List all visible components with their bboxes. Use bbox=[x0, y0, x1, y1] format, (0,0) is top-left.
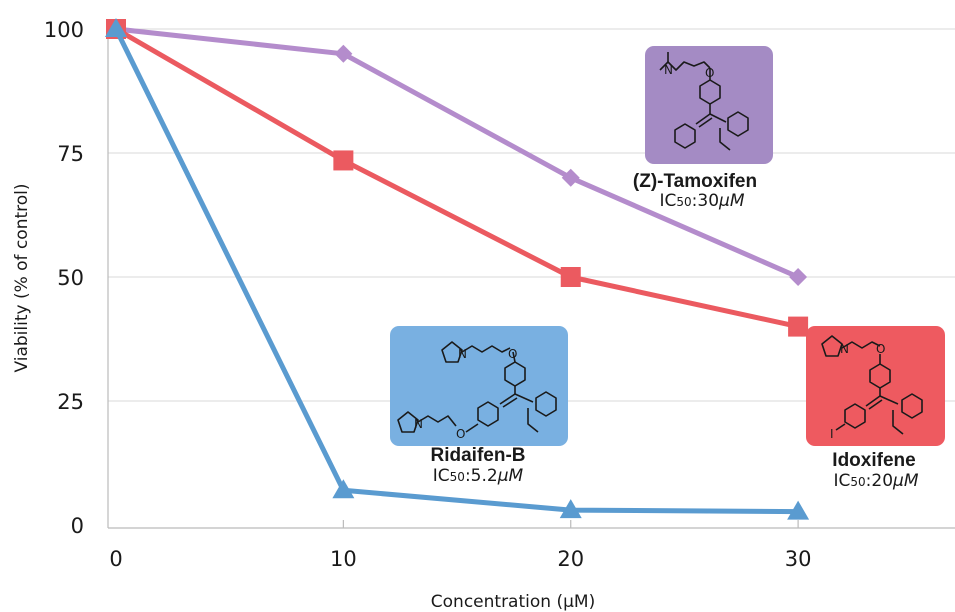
ridaifen-structure-box bbox=[390, 326, 568, 446]
tamoxifen-ic50: IC50:30μM bbox=[659, 191, 744, 211]
ridaifen-n-atom-top: N bbox=[458, 347, 467, 361]
ridaifen-name: Ridaifen-B bbox=[431, 445, 526, 466]
axes bbox=[107, 28, 955, 529]
data-series bbox=[105, 18, 810, 520]
idoxifene-line bbox=[114, 26, 799, 330]
annotation-ridaifen: N O N O Ridaifen-B IC50:5.2μM bbox=[390, 326, 568, 486]
idoxifene-marker bbox=[333, 150, 354, 171]
idoxifene-marker bbox=[788, 316, 809, 337]
idoxifene-i-atom: I bbox=[830, 427, 834, 441]
tamoxifen-n-atom: N bbox=[664, 63, 673, 77]
x-tick-label: 30 bbox=[785, 547, 812, 571]
x-axis-label: Concentration (μM) bbox=[431, 592, 595, 612]
annotation-idoxifene: N O I Idoxifene IC50:20μM bbox=[806, 326, 945, 491]
idoxifene-n-atom: N bbox=[840, 342, 849, 356]
ridaifen-o-atom-bottom: O bbox=[456, 427, 465, 441]
z-tamoxifen-line bbox=[115, 26, 800, 280]
idoxifene-marker bbox=[560, 267, 581, 287]
y-tick-label: 100 bbox=[44, 18, 84, 42]
z-tamoxifen-marker bbox=[561, 168, 580, 187]
ridaifen-b-marker bbox=[105, 18, 127, 37]
idoxifene-name: Idoxifene bbox=[832, 450, 915, 471]
ridaifen-b-marker bbox=[787, 500, 810, 520]
ridaifen-o-atom-top: O bbox=[508, 347, 517, 361]
ridaifen-ic50: IC50:5.2μM bbox=[433, 466, 524, 486]
ridaifen-b-line bbox=[113, 27, 799, 515]
x-tick-label: 20 bbox=[557, 547, 584, 571]
y-tick-label: 25 bbox=[57, 390, 84, 414]
y-axis-label: Viability (% of control) bbox=[12, 183, 32, 372]
tamoxifen-name: (Z)-Tamoxifen bbox=[633, 171, 757, 192]
annotation-tamoxifen: N O (Z)-Tamoxifen IC50:30μM bbox=[633, 46, 773, 211]
tamoxifen-o-atom: O bbox=[705, 66, 714, 80]
ridaifen-b-marker bbox=[559, 499, 582, 519]
z-tamoxifen-marker bbox=[789, 268, 808, 286]
y-tick-label: 0 bbox=[71, 514, 84, 538]
ridaifen-n-atom-bottom: N bbox=[414, 417, 423, 431]
y-tick-label: 75 bbox=[57, 142, 84, 166]
x-tick-label: 10 bbox=[330, 547, 357, 571]
tick-labels: 0 25 50 75 100 0 10 20 30 bbox=[44, 18, 812, 571]
idoxifene-ic50: IC50:20μM bbox=[833, 471, 918, 491]
idoxifene-structure bbox=[821, 335, 923, 435]
y-tick-label: 50 bbox=[57, 266, 84, 290]
idoxifene-o-atom: O bbox=[876, 342, 885, 356]
ridaifen-structure bbox=[397, 341, 557, 433]
z-tamoxifen-marker bbox=[334, 44, 353, 63]
x-tick-label: 0 bbox=[109, 547, 122, 571]
tamoxifen-structure bbox=[659, 52, 749, 151]
ridaifen-b-marker bbox=[332, 479, 355, 499]
